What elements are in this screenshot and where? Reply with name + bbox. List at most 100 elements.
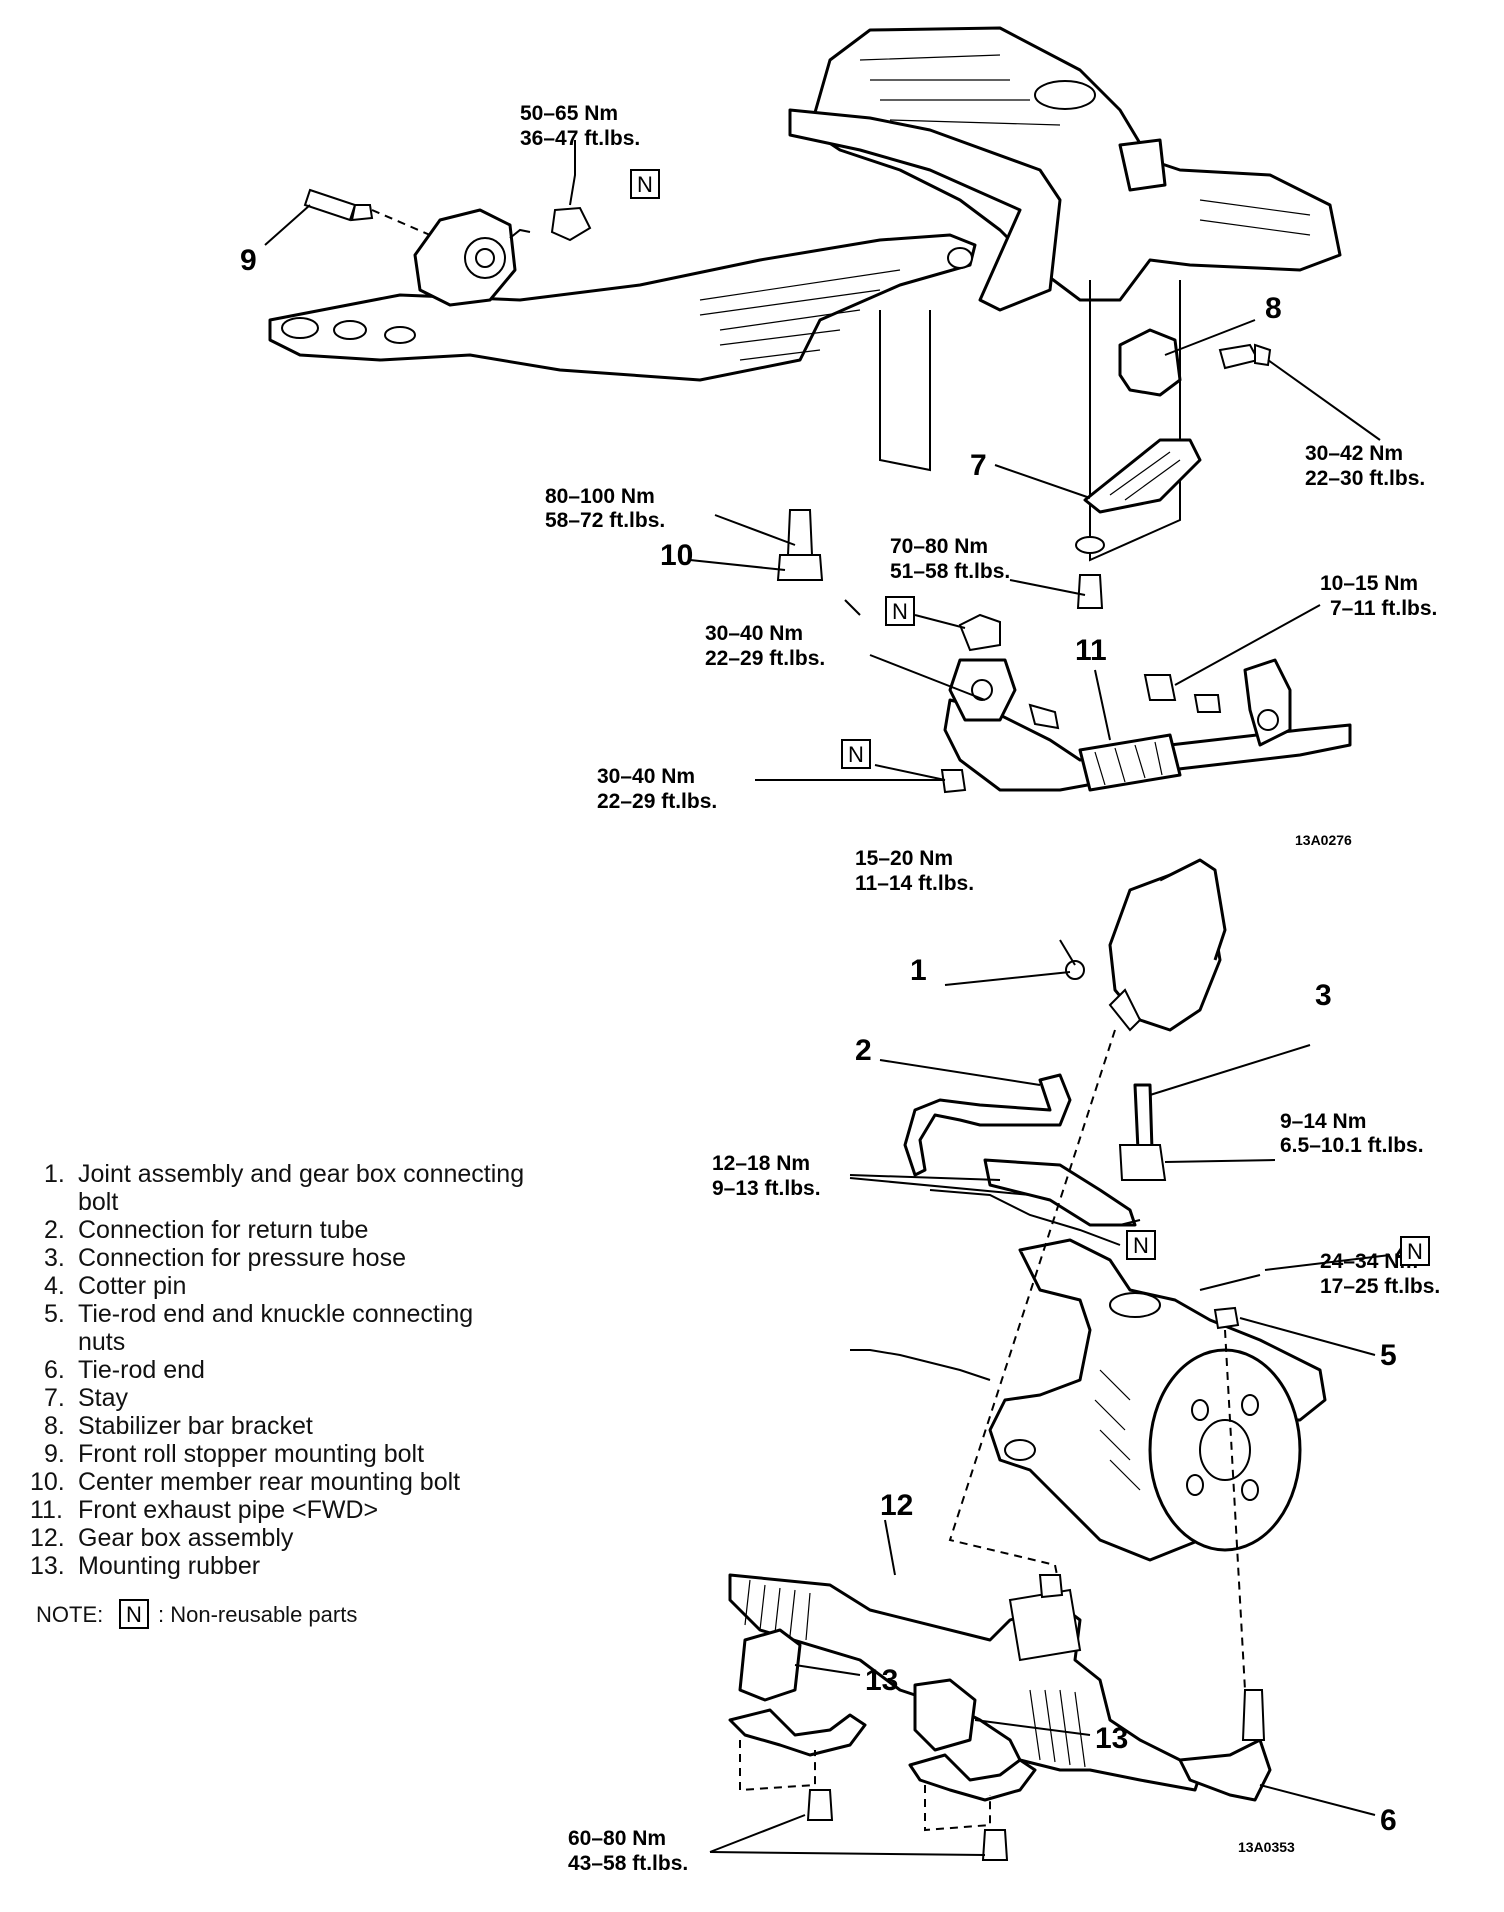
- callout-13-left: 13: [865, 1664, 898, 1697]
- bottom-figure: [709, 858, 1391, 1861]
- pressure-hose: [1133, 1083, 1154, 1152]
- svg-text:7–11 ft.lbs.: 7–11 ft.lbs.: [1330, 597, 1437, 620]
- legend-item-7: 7. Stay: [44, 1384, 129, 1412]
- torque-70-80: 70–80 Nm 51–58 ft.lbs.: [890, 535, 1010, 583]
- svg-text:6.5–10.1 ft.lbs.: 6.5–10.1 ft.lbs.: [1280, 1134, 1424, 1157]
- svg-text:36–47 ft.lbs.: 36–47 ft.lbs.: [520, 127, 640, 150]
- stay: [1083, 438, 1202, 514]
- svg-text:60–80 Nm: 60–80 Nm: [568, 1827, 666, 1850]
- callout-6: 6: [1380, 1804, 1397, 1837]
- svg-text:N: N: [637, 172, 653, 197]
- legend-item-13: 13. Mounting rubber: [30, 1552, 260, 1580]
- mounting-rubber-right: [913, 1678, 977, 1752]
- svg-text:1.: 1.: [44, 1160, 65, 1188]
- svg-text:N: N: [848, 742, 864, 767]
- front-exhaust-pipe: [943, 698, 1352, 792]
- legend-note: NOTE: N : Non-reusable parts: [36, 1599, 357, 1629]
- svg-text:30–40 Nm: 30–40 Nm: [597, 765, 695, 788]
- frame-rail: [788, 108, 1062, 312]
- svg-text:43–58 ft.lbs.: 43–58 ft.lbs.: [568, 1852, 688, 1875]
- callout-numbers: 9 8 7 10 11 1 3 2 4 5 12 13 13 6: [240, 244, 1412, 1837]
- svg-text:30–42 Nm: 30–42 Nm: [1305, 442, 1403, 465]
- svg-text:Tie-rod end and knuckle connec: Tie-rod end and knuckle connecting: [78, 1300, 473, 1328]
- svg-text:11.: 11.: [30, 1496, 63, 1524]
- torque-15-20: 15–20 Nm 11–14 ft.lbs.: [855, 847, 974, 895]
- callout-13-right: 13: [1095, 1722, 1128, 1755]
- svg-text:N: N: [892, 599, 908, 624]
- svg-text:Mounting rubber: Mounting rubber: [78, 1552, 260, 1580]
- svg-text:Gear box assembly: Gear box assembly: [78, 1524, 294, 1552]
- callout-11: 11: [1075, 634, 1107, 667]
- figure-code-bottom: 13A0353: [1238, 1839, 1295, 1855]
- svg-text:70–80 Nm: 70–80 Nm: [890, 535, 988, 558]
- mount-boss: [1118, 138, 1167, 192]
- legend-item-11: 11. Front exhaust pipe <FWD>: [30, 1496, 378, 1524]
- svg-text:bolt: bolt: [78, 1188, 118, 1216]
- callout-5: 5: [1380, 1339, 1397, 1372]
- callout-7: 7: [970, 449, 987, 482]
- callout-9: 9: [240, 244, 257, 277]
- svg-text:3.: 3.: [44, 1244, 65, 1272]
- svg-text:6.: 6.: [44, 1356, 65, 1384]
- legend-item-12: 12. Gear box assembly: [30, 1524, 294, 1552]
- svg-text:N: N: [1407, 1239, 1423, 1264]
- svg-text:Joint assembly and gear box co: Joint assembly and gear box connecting: [78, 1160, 524, 1188]
- oil-pan: [808, 26, 1342, 302]
- svg-text:58–72 ft.lbs.: 58–72 ft.lbs.: [545, 509, 665, 532]
- svg-text:22–29 ft.lbs.: 22–29 ft.lbs.: [597, 790, 717, 813]
- non-reusable-marks: N N N N N: [630, 169, 1430, 1266]
- svg-text:80–100 Nm: 80–100 Nm: [545, 485, 655, 508]
- front-roll-stopper-bolt: [303, 188, 374, 222]
- figure-code-top: 13A0276: [1295, 832, 1352, 848]
- svg-text:22–30 ft.lbs.: 22–30 ft.lbs.: [1305, 467, 1425, 490]
- torque-9-14: 9–14 Nm 6.5–10.1 ft.lbs.: [1280, 1110, 1424, 1157]
- callout-1: 1: [910, 954, 927, 987]
- mounting-rubber-left: [738, 1628, 802, 1702]
- n-mark-exhaust-nut: N: [841, 739, 871, 769]
- svg-text:11–14 ft.lbs.: 11–14 ft.lbs.: [855, 872, 974, 895]
- n-mark-roll-stopper-nut: N: [630, 169, 660, 199]
- torque-10-15: 10–15 Nm 7–11 ft.lbs.: [1320, 572, 1437, 620]
- legend-item-1: 1. Joint assembly and gear box connectin…: [44, 1160, 524, 1216]
- svg-text:nuts: nuts: [78, 1328, 125, 1356]
- svg-text:Center member rear mounting bo: Center member rear mounting bolt: [78, 1468, 460, 1496]
- svg-text:Connection for pressure hose: Connection for pressure hose: [78, 1244, 406, 1272]
- svg-text:Front exhaust pipe <FWD>: Front exhaust pipe <FWD>: [78, 1496, 378, 1524]
- svg-text:4.: 4.: [44, 1272, 65, 1300]
- legend-item-10: 10. Center member rear mounting bolt: [30, 1468, 460, 1496]
- callout-12: 12: [880, 1489, 913, 1522]
- svg-text:15–20 Nm: 15–20 Nm: [855, 847, 953, 870]
- cotter-pin: [1199, 1274, 1261, 1291]
- svg-text:10.: 10.: [30, 1468, 65, 1496]
- legend-item-9: 9. Front roll stopper mounting bolt: [44, 1440, 424, 1468]
- n-mark-exhaust-gasket: N: [885, 596, 915, 626]
- svg-text:17–25 ft.lbs.: 17–25 ft.lbs.: [1320, 1275, 1440, 1298]
- torque-labels: 50–65 Nm 36–47 ft.lbs. 30–42 Nm 22–30 ft…: [520, 102, 1440, 1875]
- gear-box-assembly: [728, 1573, 1202, 1792]
- legend-item-8: 8. Stabilizer bar bracket: [44, 1412, 313, 1440]
- callout-3: 3: [1315, 979, 1332, 1012]
- svg-text:24–34 Nm: 24–34 Nm: [1320, 1250, 1418, 1273]
- legend-item-6: 6. Tie-rod end: [44, 1356, 205, 1384]
- legend-item-2: 2. Connection for return tube: [44, 1216, 368, 1244]
- legend-item-3: 3. Connection for pressure hose: [44, 1244, 406, 1272]
- svg-text:N: N: [126, 1602, 142, 1627]
- svg-text:Stay: Stay: [78, 1384, 129, 1412]
- legend-item-4: 4. Cotter pin: [44, 1272, 186, 1300]
- svg-text:Front roll stopper mounting bo: Front roll stopper mounting bolt: [78, 1440, 424, 1468]
- svg-text:12.: 12.: [30, 1524, 65, 1552]
- return-tube: [903, 1073, 1072, 1177]
- torque-24-34: 24–34 Nm 17–25 ft.lbs.: [1320, 1250, 1440, 1298]
- drain-plug: [1034, 80, 1096, 110]
- n-mark-fitting: N: [1126, 1230, 1156, 1260]
- joint-bolt: [1065, 960, 1085, 980]
- svg-text:9–14 Nm: 9–14 Nm: [1280, 1110, 1366, 1133]
- torque-50-65: 50–65 Nm 36–47 ft.lbs.: [520, 102, 640, 150]
- knuckle-nut: [1213, 1306, 1240, 1330]
- svg-text:22–29 ft.lbs.: 22–29 ft.lbs.: [705, 647, 825, 670]
- svg-text:30–40 Nm: 30–40 Nm: [705, 622, 803, 645]
- n-mark-note: N: [119, 1599, 149, 1629]
- svg-text:Stabilizer bar bracket: Stabilizer bar bracket: [78, 1412, 313, 1440]
- torque-30-40-lower: 30–40 Nm 22–29 ft.lbs.: [597, 765, 717, 813]
